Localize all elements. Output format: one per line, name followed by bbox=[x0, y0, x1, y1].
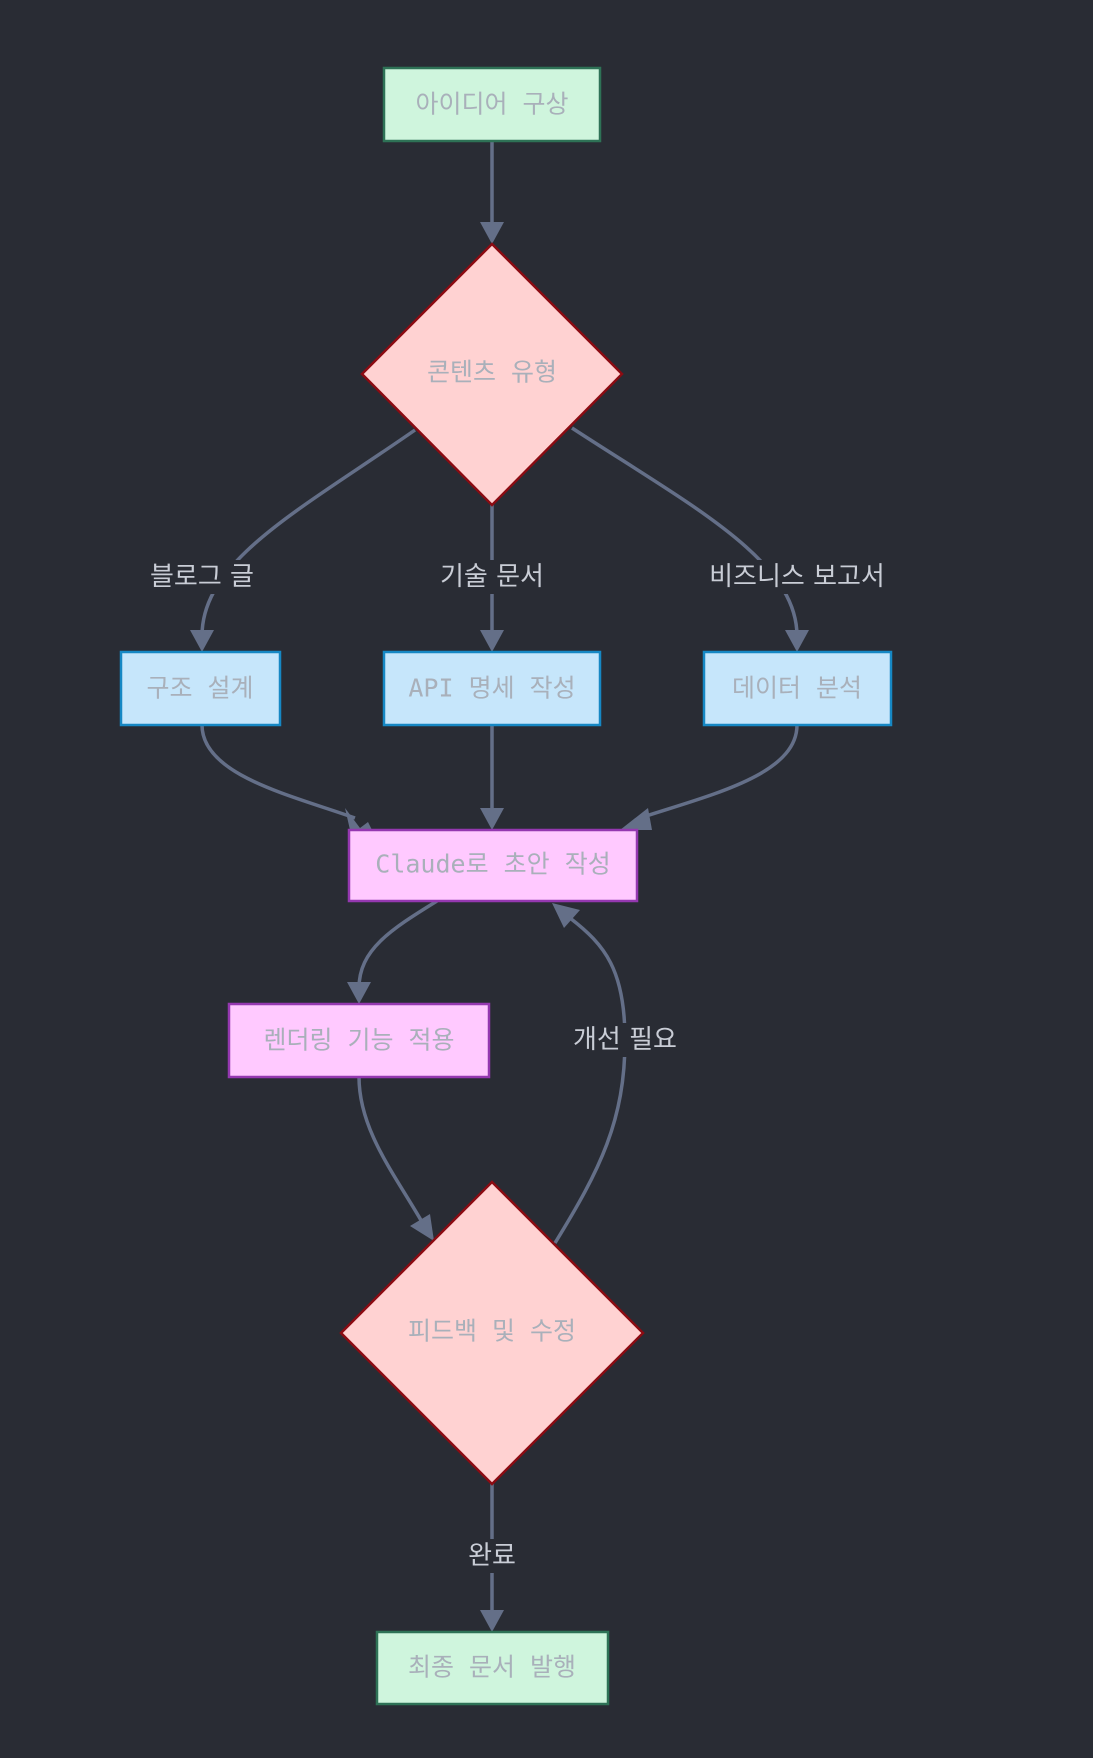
node-rendering[interactable]: 렌더링 기능 적용 bbox=[227, 1002, 491, 1079]
svg-text:기술 문서: 기술 문서 bbox=[440, 562, 544, 592]
svg-text:개선 필요: 개선 필요 bbox=[573, 1025, 677, 1055]
edge-label-blog: 블로그 글 bbox=[132, 560, 272, 594]
svg-text:Claude로 초안 작성: Claude로 초안 작성 bbox=[375, 850, 610, 879]
edge-rendering-to-feedback bbox=[357, 1076, 424, 1223]
edge-label-needs-improvement: 개선 필요 bbox=[557, 1023, 693, 1057]
arrowhead bbox=[345, 808, 372, 830]
svg-text:최종 문서 발행: 최종 문서 발행 bbox=[408, 1653, 576, 1682]
arrowhead bbox=[190, 630, 214, 652]
edge-feedback-to-claude bbox=[553, 916, 627, 1244]
node-content-type[interactable]: 콘텐츠 유형 bbox=[360, 242, 624, 507]
svg-text:데이터 분석: 데이터 분석 bbox=[732, 674, 862, 703]
arrowhead bbox=[480, 1610, 504, 1632]
svg-text:구조 설계: 구조 설계 bbox=[146, 674, 253, 703]
edge-label-business-report: 비즈니스 보고서 bbox=[687, 560, 907, 594]
arrowhead bbox=[620, 808, 652, 830]
edge-label-tech-doc: 기술 문서 bbox=[422, 560, 562, 594]
node-publish[interactable]: 최종 문서 발행 bbox=[375, 1630, 610, 1706]
node-claude-draft[interactable]: Claude로 초안 작성 bbox=[347, 828, 639, 903]
edge-data-to-claude bbox=[639, 724, 799, 820]
svg-text:완료: 완료 bbox=[468, 1541, 516, 1571]
svg-text:비즈니스 보고서: 비즈니스 보고서 bbox=[709, 562, 885, 592]
svg-text:피드백 및 수정: 피드백 및 수정 bbox=[408, 1317, 576, 1346]
edge-type-to-structure bbox=[200, 428, 416, 637]
edge-label-done: 완료 bbox=[460, 1539, 524, 1573]
arrowhead bbox=[480, 222, 504, 244]
node-idea[interactable]: 아이디어 구상 bbox=[382, 66, 602, 143]
svg-text:블로그 글: 블로그 글 bbox=[150, 562, 254, 592]
arrowhead bbox=[552, 903, 580, 928]
node-api-spec[interactable]: API 명세 작성 bbox=[382, 650, 602, 727]
svg-text:콘텐츠 유형: 콘텐츠 유형 bbox=[427, 358, 557, 387]
node-feedback[interactable]: 피드백 및 수정 bbox=[339, 1180, 645, 1486]
edge-structure-to-claude bbox=[200, 724, 356, 820]
arrowhead bbox=[347, 982, 371, 1004]
svg-text:아이디어 구상: 아이디어 구상 bbox=[415, 90, 568, 119]
arrowhead bbox=[480, 808, 504, 830]
node-structure[interactable]: 구조 설계 bbox=[119, 650, 282, 727]
svg-text:렌더링 기능 적용: 렌더링 기능 적용 bbox=[263, 1026, 454, 1055]
edge-claude-to-rendering bbox=[357, 899, 438, 989]
edge-type-to-data bbox=[571, 426, 799, 637]
arrowhead bbox=[785, 630, 809, 652]
node-data-analysis[interactable]: 데이터 분석 bbox=[702, 650, 893, 727]
arrowhead bbox=[480, 630, 504, 652]
arrowhead bbox=[410, 1214, 434, 1241]
svg-text:API 명세 작성: API 명세 작성 bbox=[408, 674, 575, 703]
edges bbox=[190, 141, 809, 1632]
